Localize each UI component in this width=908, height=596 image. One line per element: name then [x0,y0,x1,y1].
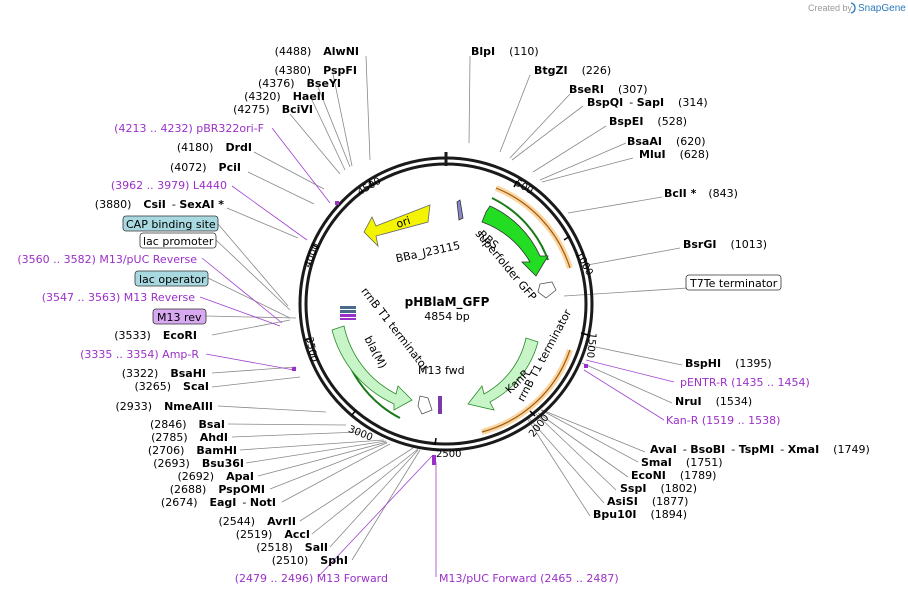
enzyme-alwni[interactable]: (4488)AlwNI [275,45,359,58]
enzyme-bcli[interactable]: BclI *(843) [664,187,738,200]
tick-label-4000: 4000 [303,242,323,270]
enzyme-nmeaiii[interactable]: (2933)NmeAIII [116,400,214,413]
enzyme-btgzi[interactable]: BtgZI(226) [534,64,611,77]
enzyme-scai[interactable]: (3265)ScaI [134,380,209,393]
m13-fwd-label: M13 fwd [418,364,465,377]
superfolder-gfp-feature[interactable] [481,205,549,277]
enzyme-bsrgi[interactable]: BsrGI(1013) [683,238,767,251]
m13-fwd-feature[interactable] [438,396,442,414]
feature-box-lac-operator[interactable]: lac operator [134,270,209,287]
enzyme-bspqi-sapi[interactable]: BspQI- SapI(314) [587,96,708,109]
enzyme-sali[interactable]: (2518)SalI [256,541,328,554]
enzyme-econi[interactable]: EcoNI(1789) [631,469,716,482]
primer-m13puc-reverse[interactable]: (3560 .. 3582) M13/pUC Reverse [17,253,197,266]
enzyme-drdi[interactable]: (4180)DrdI [177,141,252,154]
plasmid-size: 4854 bp [424,310,469,323]
m13-fwd-terminator-icon [417,395,433,415]
enzyme-pspomi[interactable]: (2688)PspOMI [170,483,265,496]
enzyme-bsu36i[interactable]: (2693)Bsu36I [153,457,244,470]
primer-labels: (4213 .. 4232) pBR322ori-F (3962 .. 3979… [17,122,809,585]
primer-marks [292,201,588,465]
enzyme-acci[interactable]: (2519)AccI [236,528,310,541]
bla-m-feature[interactable] [331,325,413,411]
enzyme-bcivi[interactable]: (4275)BciVI [233,103,313,116]
bba-j23115-feature[interactable] [456,199,464,221]
enzyme-pspfi[interactable]: (4380)PspFI [275,64,357,77]
enzyme-mlui[interactable]: MluI(628) [639,148,709,161]
feature-box-cap[interactable]: CAP binding site [122,215,219,232]
primer-kan-r[interactable]: Kan-R (1519 .. 1538) [666,414,780,427]
m13-rev-label: M13 rev [157,311,202,324]
tick-label-1500: 1500 [584,332,598,358]
enzyme-smai[interactable]: SmaI(1751) [641,456,722,469]
enzyme-asisi[interactable]: AsiSI(1877) [607,495,688,508]
enzyme-csii-sexai[interactable]: (3880)CsiI- SexAI * [95,198,224,211]
primer-amp-r[interactable]: (3335 .. 3354) Amp-R [80,348,199,361]
credit-prefix: Created by [808,3,853,13]
enzyme-bsphi[interactable]: BspHI(1395) [685,357,772,370]
enzyme-bseri[interactable]: BseRI(307) [569,83,648,96]
primer-l4440[interactable]: (3962 .. 3979) L4440 [111,179,227,192]
t7te-terminator-label: T7Te terminator [689,277,778,290]
enzyme-bsaai[interactable]: BsaAI(620) [627,135,706,148]
enzyme-avai-group[interactable]: AvaI- BsoBI- TspMI- XmaI(1749) [650,443,870,456]
enzyme-bsai[interactable]: (2846)BsaI [150,418,225,431]
enzyme-sphi[interactable]: (2510)SphI [272,554,348,567]
tick-label-3000: 3000 [346,424,374,444]
lac-promoter-label: lac promoter [143,235,214,248]
enzyme-haeii[interactable]: (4320)HaeII [244,90,325,103]
primer-m13puc-forward[interactable]: M13/pUC Forward (2465 .. 2487) [439,572,619,585]
plasmid-name: pHBlaM_GFP [405,295,490,310]
enzymes-left: (4488)AlwNI (4380)PspFI (4376)BseYI (432… [95,45,359,567]
enzyme-pcii[interactable]: (4072)PciI [170,161,241,174]
feature-box-lac-promoter[interactable]: lac promoter [139,232,217,249]
tick-label-1000: 1000 [573,250,595,278]
primer-pentr-r[interactable]: pENTR-R (1435 .. 1454) [680,376,810,389]
enzyme-ahdi[interactable]: (2785)AhdI [151,431,228,444]
enzyme-eagi-noti[interactable]: (2674)EagI- NotI [161,496,276,509]
enzyme-bamhi[interactable]: (2706)BamHI [148,444,237,457]
enzyme-bsahi[interactable]: (3322)BsaHI [122,367,206,380]
ori-label: ori [394,214,412,231]
ring-ticks [304,179,589,446]
feature-box-t7te[interactable]: T7Te terminator [685,274,782,291]
tick-label-2500: 2500 [436,449,461,460]
enzyme-bspei[interactable]: BspEI(528) [609,115,687,128]
enzyme-bseyi[interactable]: (4376)BseYI [258,77,341,90]
enzyme-blpi[interactable]: BlpI(110) [471,45,539,58]
enzyme-bpu10i[interactable]: Bpu10I(1894) [593,508,687,521]
enzymes-right: BlpI(110) BtgZI(226) BseRI(307) BspQI- S… [471,45,870,521]
lac-feature-blocks [340,306,356,320]
enzyme-avrii[interactable]: (2544)AvrII [219,515,296,528]
credit-brand[interactable]: SnapGene [858,3,906,14]
enzyme-apai[interactable]: (2692)ApaI [178,470,254,483]
primer-m13-reverse[interactable]: (3547 .. 3563) M13 Reverse [42,291,195,304]
leader-lines-left [211,55,421,561]
enzyme-sspi[interactable]: SspI(1802) [620,482,697,495]
kanr-feature[interactable] [467,337,539,411]
orf-ring-arcs [481,185,573,435]
leader-lines-right [468,56,683,517]
snapgene-logo-icon [850,2,856,14]
bla-m-label: bla(M) [361,334,389,371]
t7te-terminator-feature[interactable] [537,281,557,299]
ori-feature[interactable] [363,204,431,248]
primer-m13-forward[interactable]: (2479 .. 2496) M13 Forward [235,572,388,585]
cap-binding-site-label: CAP binding site [126,218,216,231]
tick-label-3500: 3500 [303,336,319,363]
bba-j23115-label: BBa_J23115 [395,239,462,265]
lac-operator-label: lac operator [139,273,206,286]
primer-pbr322ori-f[interactable]: (4213 .. 4232) pBR322ori-F [114,122,264,135]
enzyme-ecori[interactable]: (3533)EcoRI [114,329,197,342]
leader-lines-primers [199,127,675,578]
enzyme-nrui[interactable]: NruI(1534) [675,395,752,408]
feature-box-m13-rev[interactable]: M13 rev [152,308,207,325]
